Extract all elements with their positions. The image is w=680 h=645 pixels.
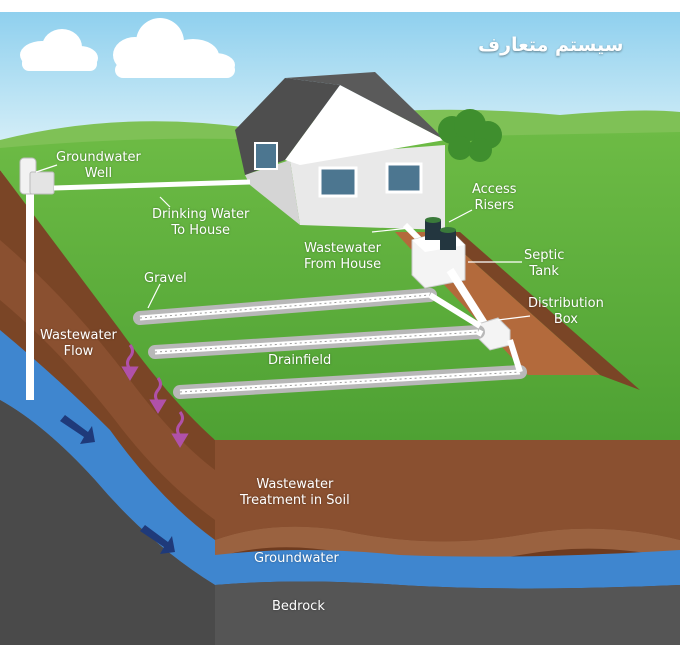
label-groundwater: Groundwater (254, 551, 339, 566)
drinking-water-pipe (53, 179, 251, 191)
wastewater-flow-arrow-icon (149, 377, 167, 414)
distribution-connector (428, 292, 523, 373)
label-septic-tank: Septic Tank (524, 248, 565, 279)
label-drinking-water: Drinking Water To House (152, 207, 250, 238)
groundwater-side-layer (0, 330, 215, 585)
grass-surface (0, 132, 680, 440)
wastewater-flow-arrow-icon (171, 411, 189, 448)
label-bedrock: Bedrock (272, 599, 325, 614)
drainfield-lateral (148, 325, 485, 359)
groundwater-well (19, 157, 55, 400)
soil-layer (215, 440, 680, 542)
bedrock-layer (215, 581, 680, 645)
groundwater-layer (215, 550, 680, 589)
trench-wall (440, 232, 640, 390)
drainfield-lateral (133, 288, 437, 325)
bedrock-side-layer (0, 400, 215, 645)
label-groundwater-well: Groundwater Well (56, 150, 141, 181)
diagram-title: سیستم متعارف (478, 34, 624, 56)
cloud-icon (20, 29, 98, 71)
label-distribution-box: Distribution Box (528, 296, 604, 327)
label-gravel: Gravel (144, 271, 187, 286)
label-wastewater-treatment: Wastewater Treatment in Soil (240, 477, 350, 508)
wastewater-pipe (402, 222, 423, 243)
label-drainfield: Drainfield (268, 353, 332, 368)
leader-line (35, 164, 531, 321)
drainfield-lateral (173, 365, 527, 399)
soil-layer (215, 526, 680, 562)
outlet-pipe (446, 267, 489, 328)
groundwater-flow-arrow-icon (60, 415, 95, 444)
wastewater-flow-arrow-icon (121, 344, 139, 381)
groundwater-flow-arrow-icon (140, 525, 175, 554)
label-wastewater-flow: Wastewater Flow (40, 328, 117, 359)
access-riser-icon (425, 217, 441, 240)
soil-side-layer (0, 240, 215, 520)
cloud-icon (113, 18, 235, 78)
label-wastewater-from-house: Wastewater From House (304, 241, 382, 272)
tree-icon (438, 109, 502, 162)
label-access-risers: Access Risers (472, 182, 517, 213)
house (235, 72, 445, 230)
access-riser-icon (440, 227, 456, 250)
